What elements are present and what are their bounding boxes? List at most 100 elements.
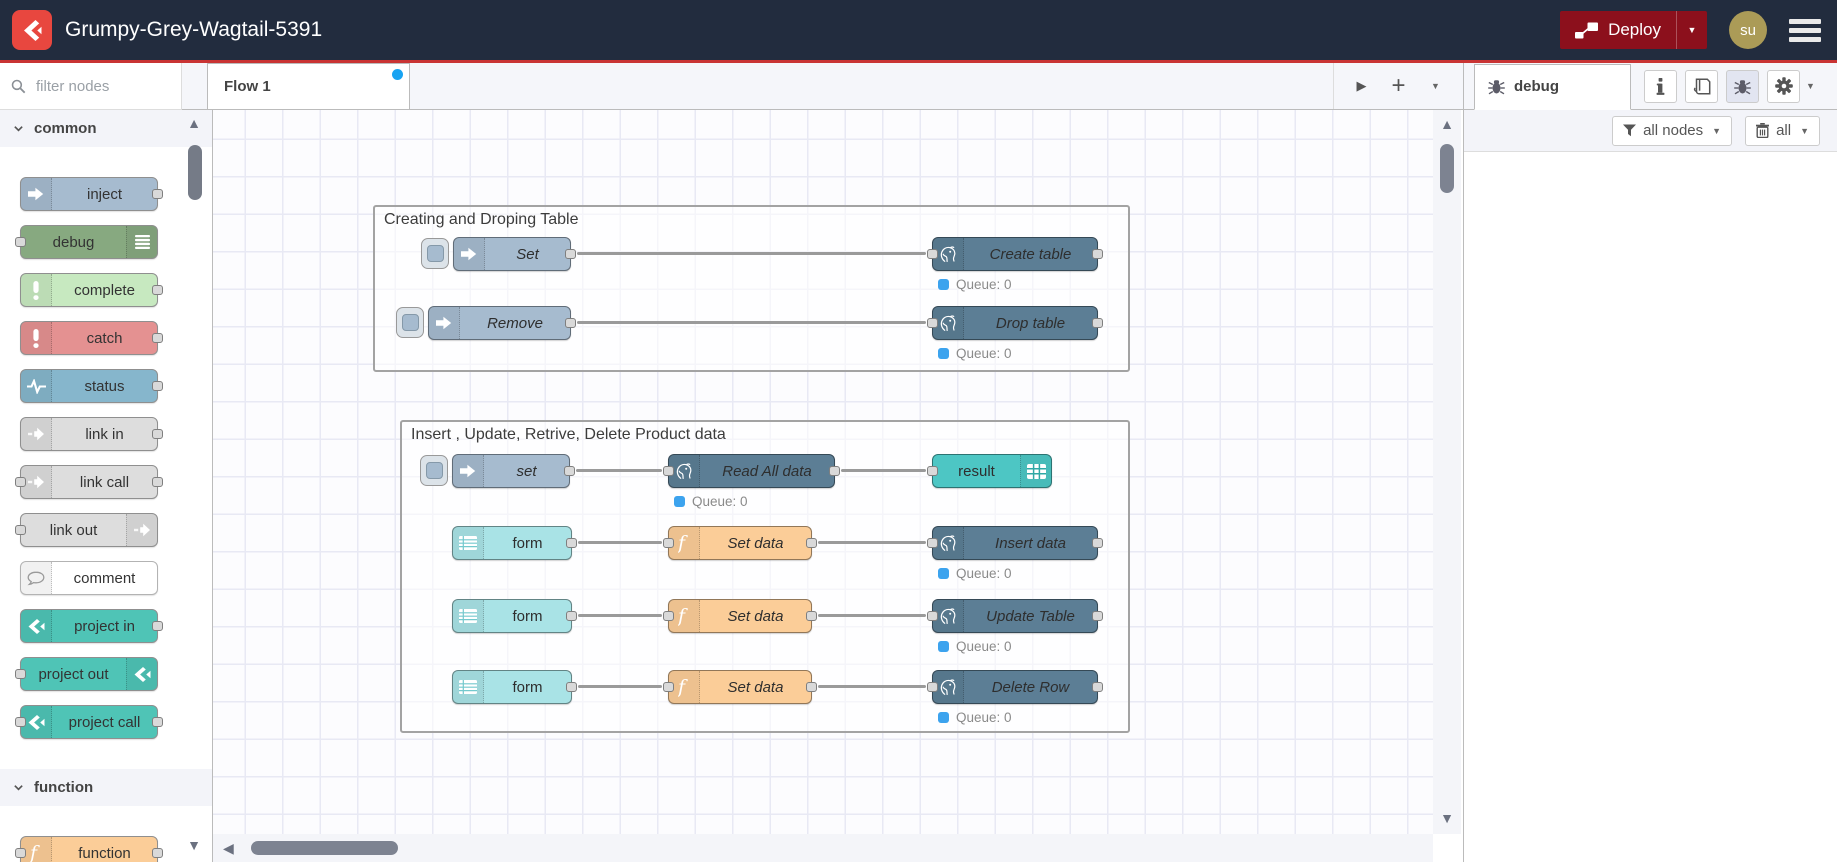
canvas-hscrollbar-thumb[interactable] <box>250 841 398 855</box>
node-output-port[interactable] <box>1092 682 1103 692</box>
flow-group-creating-and-droping-table[interactable]: Creating and Droping Table <box>373 205 1130 372</box>
node-output-port[interactable] <box>152 189 163 199</box>
user-avatar[interactable]: su <box>1729 11 1767 49</box>
wire-4[interactable] <box>841 469 926 472</box>
add-flow-button[interactable]: + <box>1391 72 1406 99</box>
node-input-port[interactable] <box>15 669 26 679</box>
flow-node-form[interactable]: form <box>452 599 577 633</box>
main-menu-button[interactable] <box>1789 18 1821 42</box>
sidebar-tab-debug[interactable]: debug <box>1474 63 1631 110</box>
wire-3[interactable] <box>576 469 662 472</box>
node-output-port[interactable] <box>152 333 163 343</box>
wire-1[interactable] <box>577 252 926 255</box>
node-input-port[interactable] <box>927 318 938 328</box>
node-input-port[interactable] <box>15 237 26 247</box>
palette-category-function[interactable]: function <box>0 769 212 806</box>
wire-8[interactable] <box>818 614 926 617</box>
node-output-port[interactable] <box>152 621 163 631</box>
flow-node-remove[interactable]: Remove <box>396 306 576 340</box>
flow-list-button[interactable]: ▼ <box>1431 81 1440 91</box>
canvas-scroll-down-arrow[interactable]: ▼ <box>1440 810 1454 826</box>
inject-trigger-button[interactable] <box>420 455 448 486</box>
node-output-port[interactable] <box>565 249 576 259</box>
flow-node-form[interactable]: form <box>452 526 577 560</box>
node-output-port[interactable] <box>152 717 163 727</box>
debug-messages-panel[interactable] <box>1464 152 1837 861</box>
node-input-port[interactable] <box>15 717 26 727</box>
node-input-port[interactable] <box>663 538 674 548</box>
wire-2[interactable] <box>577 321 926 324</box>
flow-node-drop-table[interactable]: Drop table <box>927 306 1103 340</box>
palette-node-link-out[interactable]: link out <box>15 513 158 547</box>
flow-node-set[interactable]: set <box>420 454 575 488</box>
wire-7[interactable] <box>578 614 662 617</box>
node-output-port[interactable] <box>806 682 817 692</box>
node-input-port[interactable] <box>15 848 26 858</box>
node-input-port[interactable] <box>15 477 26 487</box>
flow-node-read-all-data[interactable]: Read All data <box>663 454 840 488</box>
inject-trigger-button[interactable] <box>396 307 424 338</box>
palette-scroll-up-arrow[interactable]: ▲ <box>187 115 201 131</box>
node-output-port[interactable] <box>152 429 163 439</box>
palette-node-link-in[interactable]: link in <box>20 417 163 451</box>
node-output-port[interactable] <box>566 538 577 548</box>
help-button[interactable] <box>1685 69 1718 103</box>
node-input-port[interactable] <box>663 611 674 621</box>
node-input-port[interactable] <box>663 682 674 692</box>
node-input-port[interactable] <box>663 466 674 476</box>
node-output-port[interactable] <box>1092 611 1103 621</box>
config-nodes-button[interactable] <box>1767 69 1800 103</box>
scroll-tabs-right-button[interactable]: ▶ <box>1356 78 1367 93</box>
node-input-port[interactable] <box>15 525 26 535</box>
flow-node-set[interactable]: Set <box>421 237 576 271</box>
node-output-port[interactable] <box>1092 318 1103 328</box>
wire-6[interactable] <box>818 541 926 544</box>
flow-node-update-table[interactable]: Update Table <box>927 599 1103 633</box>
node-input-port[interactable] <box>927 682 938 692</box>
palette-scroll-down-arrow[interactable]: ▼ <box>187 837 201 853</box>
canvas-scroll-left-arrow[interactable]: ◀ <box>223 839 234 856</box>
canvas-scroll-up-arrow[interactable]: ▲ <box>1440 116 1454 132</box>
node-input-port[interactable] <box>927 249 938 259</box>
node-input-port[interactable] <box>927 611 938 621</box>
deploy-button[interactable]: Deploy ▼ <box>1560 11 1707 49</box>
node-output-port[interactable] <box>152 381 163 391</box>
node-output-port[interactable] <box>152 848 163 858</box>
node-output-port[interactable] <box>564 466 575 476</box>
node-output-port[interactable] <box>566 682 577 692</box>
canvas-vscrollbar-thumb[interactable] <box>1440 144 1454 193</box>
node-output-port[interactable] <box>152 285 163 295</box>
palette-node-link-call[interactable]: link call <box>15 465 163 499</box>
node-output-port[interactable] <box>152 477 163 487</box>
deploy-options-caret[interactable]: ▼ <box>1676 11 1707 49</box>
info-button[interactable] <box>1644 69 1677 103</box>
flow-node-form[interactable]: form <box>452 670 577 704</box>
flow-node-insert-data[interactable]: Insert data <box>927 526 1103 560</box>
palette-search-input[interactable] <box>34 76 168 96</box>
node-output-port[interactable] <box>565 318 576 328</box>
palette-node-inject[interactable]: inject <box>20 177 163 211</box>
tab-flow-1[interactable]: Flow 1 <box>207 63 410 109</box>
sidebar-menu-caret[interactable]: ▼ <box>1806 81 1815 91</box>
palette-node-debug[interactable]: debug <box>15 225 158 259</box>
palette-node-project-in[interactable]: project in <box>20 609 163 643</box>
node-output-port[interactable] <box>829 466 840 476</box>
debug-clear-button[interactable]: all ▼ <box>1745 115 1820 146</box>
node-input-port[interactable] <box>927 466 938 476</box>
node-output-port[interactable] <box>806 538 817 548</box>
wire-5[interactable] <box>578 541 662 544</box>
flow-node-result[interactable]: result <box>927 454 1052 488</box>
wire-9[interactable] <box>578 685 662 688</box>
debug-sidebar-button[interactable] <box>1726 69 1759 103</box>
palette-node-status[interactable]: status <box>20 369 163 403</box>
node-output-port[interactable] <box>1092 249 1103 259</box>
node-input-port[interactable] <box>927 538 938 548</box>
palette-node-project-out[interactable]: project out <box>15 657 158 691</box>
flow-node-delete-row[interactable]: Delete Row <box>927 670 1103 704</box>
node-output-port[interactable] <box>566 611 577 621</box>
wire-10[interactable] <box>818 685 926 688</box>
